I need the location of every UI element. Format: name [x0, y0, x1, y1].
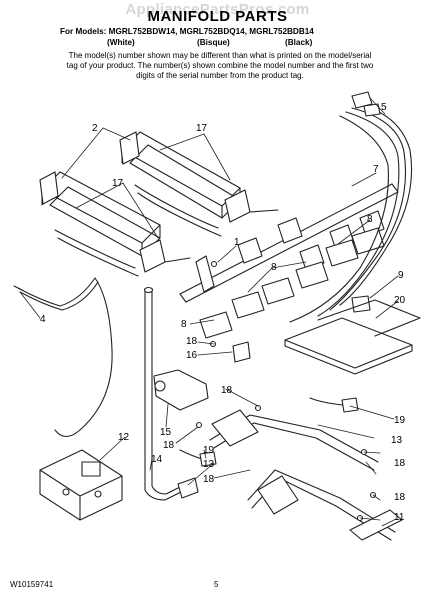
watermark: AppliancePartsPros.com	[125, 1, 310, 18]
models-line: For Models: MGRL752BDW14, MGRL752BDQ14, …	[60, 27, 314, 36]
finish-bisque: (Bisque)	[197, 38, 230, 47]
callout-14: 14	[151, 454, 163, 465]
callout-8-left: 8	[181, 319, 187, 330]
callout-19-left: 19	[203, 445, 215, 456]
part-number: W10159741	[10, 580, 54, 589]
pressure-regulator	[39, 449, 123, 521]
valves	[199, 227, 385, 339]
callout-20: 20	[394, 295, 406, 306]
leader-lines	[19, 97, 399, 527]
callout-1: 1	[234, 237, 240, 248]
callout-2: 2	[92, 123, 98, 134]
callout-18-c: 18	[163, 440, 175, 451]
burner-assembly-right	[119, 131, 279, 237]
gas-line	[13, 277, 113, 438]
callout-17-left: 17	[112, 178, 124, 189]
heat-shield	[284, 299, 421, 375]
ignition-harness	[289, 91, 413, 323]
callout-4: 4	[40, 314, 46, 325]
burner-assembly-left	[39, 171, 191, 277]
manifold-pipe	[179, 183, 399, 303]
callout-8-middle: 8	[271, 262, 277, 273]
callout-18-e: 18	[203, 474, 215, 485]
electrode-wire	[179, 397, 359, 467]
finish-black: (Black)	[285, 38, 313, 47]
callout-16: 16	[186, 350, 198, 361]
callout-11: 11	[394, 512, 405, 523]
fitting-assembly	[153, 369, 209, 411]
callout-7: 7	[373, 164, 379, 175]
callout-18-d: 18	[394, 458, 406, 469]
callout-17-top: 17	[196, 123, 208, 134]
page-number: 5	[214, 580, 219, 589]
finish-white: (White)	[107, 38, 135, 47]
regulator-pipe	[143, 286, 199, 501]
callout-9: 9	[398, 270, 404, 281]
igniter-module	[351, 295, 371, 313]
callout-13-left: 13	[203, 459, 215, 470]
lower-burner-tubes	[209, 409, 403, 541]
callout-15: 15	[160, 427, 172, 438]
model-note: The model(s) number shown may be differe…	[66, 51, 374, 80]
callout-18-b: 18	[221, 385, 233, 396]
callout-8-right: 8	[367, 214, 373, 225]
page-title: MANIFOLD PARTS	[147, 8, 288, 25]
callout-18-f: 18	[394, 492, 406, 503]
callout-13-right: 13	[391, 435, 403, 446]
callout-5: 5	[381, 102, 387, 113]
bracket	[232, 341, 251, 363]
callout-12: 12	[118, 432, 130, 443]
callout-18-a: 18	[186, 336, 198, 347]
callout-19-right: 19	[394, 415, 406, 426]
